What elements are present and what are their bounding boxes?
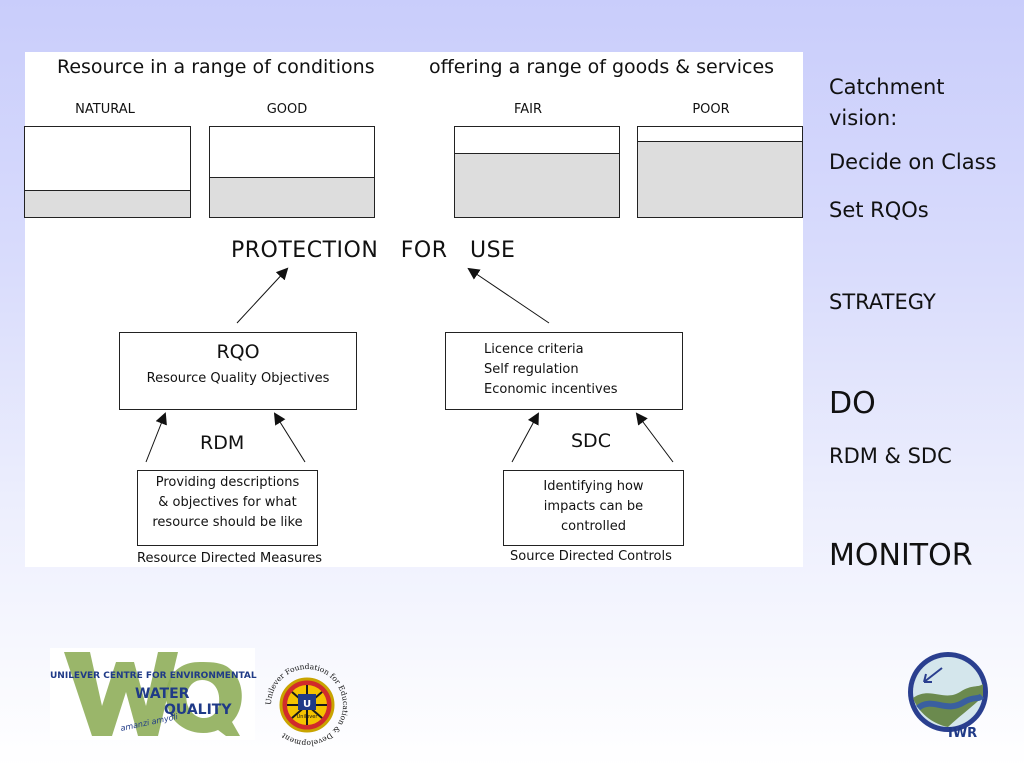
controls-line: Self regulation bbox=[484, 362, 579, 377]
class-box-fair bbox=[454, 126, 620, 218]
class-label-good: GOOD bbox=[266, 102, 308, 117]
diagram-panel: Resource in a range of conditions offeri… bbox=[24, 52, 803, 567]
sdc-detail-line: impacts can be bbox=[543, 499, 644, 514]
class-fill bbox=[210, 177, 374, 217]
ucewq-line2: WATER bbox=[135, 686, 190, 702]
arrow-rqo-to-protection bbox=[236, 267, 289, 324]
sdc-detail-line: Identifying how bbox=[543, 479, 644, 494]
class-box-poor bbox=[637, 126, 803, 218]
sdc-label: SDC bbox=[571, 430, 611, 452]
svg-text:U: U bbox=[303, 699, 311, 710]
rqo-title: RQO bbox=[216, 341, 260, 363]
rdm-detail-line: Providing descriptions bbox=[155, 475, 300, 490]
class-label-natural: NATURAL bbox=[75, 102, 135, 117]
arrow-rdm-left bbox=[145, 412, 167, 463]
class-label-fair: FAIR bbox=[513, 102, 543, 117]
arrow-controls-to-protection bbox=[467, 267, 550, 324]
unilever-foundation-logo: U Unilever Foundation for Education & De… bbox=[262, 660, 352, 750]
class-label-poor: POOR bbox=[692, 102, 730, 117]
controls-line: Economic incentives bbox=[484, 382, 618, 397]
foundation-inner-text: Unilever bbox=[297, 714, 319, 720]
side-set-rqos: Set RQOs bbox=[829, 198, 929, 222]
side-rdm-sdc: RDM & SDC bbox=[829, 444, 952, 468]
arrows-layer bbox=[145, 267, 674, 463]
sdc-detail-line: controlled bbox=[561, 519, 626, 534]
iwr-text: IWR bbox=[948, 726, 978, 741]
header-left: Resource in a range of conditions bbox=[57, 56, 375, 78]
rdm-caption: Resource Directed Measures bbox=[137, 551, 323, 566]
controls-line: Licence criteria bbox=[484, 342, 584, 357]
side-catchment-vision: Catchment vision: bbox=[829, 75, 945, 130]
side-strategy: STRATEGY bbox=[829, 290, 936, 314]
side-do: DO bbox=[829, 386, 876, 421]
class-fill bbox=[25, 189, 190, 217]
iwr-emblem bbox=[908, 652, 988, 732]
class-box-good bbox=[209, 126, 375, 218]
arrow-rdm-right bbox=[273, 412, 306, 463]
controls-box: Licence criteria Self regulation Economi… bbox=[445, 332, 683, 410]
protection-for-use: PROTECTION FOR USE bbox=[231, 238, 516, 263]
class-fill bbox=[638, 141, 802, 217]
ucewq-logo: UNILEVER CENTRE FOR ENVIRONMENTAL WATER … bbox=[50, 648, 257, 740]
rdm-label: RDM bbox=[200, 432, 245, 454]
ucewq-line3: QUALITY bbox=[164, 702, 232, 718]
rqo-box: RQO Resource Quality Objectives bbox=[119, 332, 357, 410]
class-fill bbox=[455, 153, 619, 217]
side-monitor: MONITOR bbox=[829, 538, 973, 573]
arrow-sdc-right bbox=[635, 412, 674, 463]
rqo-subtitle: Resource Quality Objectives bbox=[146, 371, 330, 386]
sdc-caption: Source Directed Controls bbox=[510, 549, 672, 564]
sdc-detail-box: Identifying how impacts can be controlle… bbox=[503, 470, 684, 546]
rdm-detail-line: & objectives for what bbox=[158, 495, 297, 510]
class-box-natural bbox=[24, 126, 191, 218]
foundation-emblem: U Unilever Foundation for Education & De… bbox=[264, 662, 350, 748]
side-decide-class: Decide on Class bbox=[829, 150, 997, 174]
header-right: offering a range of goods & services bbox=[429, 56, 775, 78]
iwr-logo: IWR bbox=[902, 648, 994, 744]
arrow-sdc-left bbox=[511, 412, 539, 463]
rdm-detail-box: Providing descriptions & objectives for … bbox=[137, 470, 318, 546]
rdm-detail-line: resource should be like bbox=[152, 515, 303, 530]
ucewq-line1: UNILEVER CENTRE FOR ENVIRONMENTAL bbox=[50, 671, 257, 681]
ucewq-emblem bbox=[64, 652, 242, 736]
